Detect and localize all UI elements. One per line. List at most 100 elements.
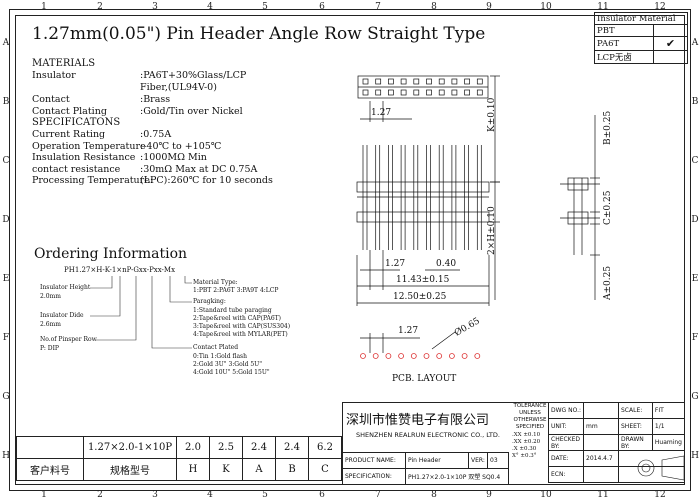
unit-label: UNIT: bbox=[548, 418, 584, 435]
bom-label: A bbox=[242, 458, 276, 481]
insulator-row-check bbox=[653, 50, 688, 64]
ordering-code: PH1.27×H-K-1×nP-Gxx-Pxx-Mx bbox=[64, 266, 176, 274]
bom-customer-part bbox=[16, 436, 84, 459]
ordering-heading: Ordering Information bbox=[34, 246, 188, 262]
grid-row-F: F bbox=[2, 333, 10, 343]
grid-col-3: 3 bbox=[152, 2, 158, 12]
grid-row-G: G bbox=[691, 392, 699, 402]
top-view-hole bbox=[464, 89, 470, 96]
company-name-cn: 深圳市惟赞电子有限公司 bbox=[346, 413, 490, 428]
spec-label: Contact bbox=[32, 94, 70, 105]
grid-col-11: 11 bbox=[597, 490, 609, 500]
pcb-hole bbox=[448, 353, 455, 359]
bom-table: 1.27×2.0-1×10P 2.0 2.5 2.4 2.4 6.2 客户料号 … bbox=[16, 436, 342, 481]
list-line: 0:Tin 1:Gold flash bbox=[193, 353, 247, 360]
company-name-en: SHENZHEN REALRUN ELECTRONIC CO., LTD. bbox=[356, 431, 500, 439]
sheet-label: SHEET: bbox=[618, 418, 653, 435]
pcb-hole bbox=[436, 353, 443, 359]
dim-2h: 2×H±0.10 bbox=[487, 206, 497, 255]
grid-col-2: 2 bbox=[97, 490, 103, 500]
dim-a: A±0.25 bbox=[603, 265, 613, 300]
spec-value: :0.75A bbox=[140, 129, 172, 140]
bom-label: K bbox=[209, 458, 243, 481]
grid-row-E: E bbox=[2, 274, 10, 284]
list-line: 4:Tape&reel with MYLAR(PET) bbox=[193, 331, 288, 338]
list-line: 3:Tape&reel with CAP(SUS304) bbox=[193, 323, 291, 330]
top-view-hole bbox=[375, 89, 382, 96]
dim-pitch-top: 1.27 bbox=[371, 108, 392, 118]
spec-label: Current Rating bbox=[32, 129, 106, 140]
pcb-hole bbox=[474, 353, 481, 359]
top-view-hole bbox=[400, 89, 407, 96]
top-view-hole bbox=[413, 78, 420, 85]
grid-row-G: G bbox=[2, 392, 10, 402]
drawing-border bbox=[9, 9, 691, 491]
pins-value: P: DIP bbox=[40, 345, 59, 352]
thumbnail-cell bbox=[618, 450, 685, 467]
spec-value: (LPC):260℃ for 10 seconds bbox=[140, 175, 273, 186]
spec-label: Contact Plating bbox=[32, 106, 107, 117]
thumbnail-cell bbox=[618, 466, 685, 483]
top-view-hole bbox=[426, 89, 432, 96]
grid-col-1: 1 bbox=[41, 490, 47, 500]
specs-heading: SPECIFICATONS bbox=[32, 117, 121, 128]
bom-value: 1.27×2.0-1×10P bbox=[83, 436, 177, 459]
bom-value: 2.4 bbox=[242, 436, 276, 459]
grid-col-7: 7 bbox=[375, 2, 381, 12]
grid-col-8: 8 bbox=[431, 490, 437, 500]
title-block bbox=[342, 402, 685, 485]
grid-col-5: 5 bbox=[262, 2, 268, 12]
drawn-value: Huaming bbox=[651, 434, 686, 451]
grid-col-10: 10 bbox=[540, 490, 552, 500]
grid-col-7: 7 bbox=[375, 490, 381, 500]
bom-label: C bbox=[308, 458, 342, 481]
grid-col-8: 8 bbox=[431, 2, 437, 12]
pcb-hole bbox=[398, 353, 405, 359]
bom-value: 2.5 bbox=[209, 436, 243, 459]
spec-label: Processing Temperature: bbox=[32, 175, 154, 186]
grid-col-5: 5 bbox=[262, 490, 268, 500]
grid-row-A: A bbox=[691, 38, 699, 48]
bom-label: B bbox=[275, 458, 309, 481]
top-view-hole bbox=[400, 78, 407, 85]
top-view-hole bbox=[362, 78, 369, 85]
dwg-no-value bbox=[583, 402, 619, 419]
date-label: DATE: bbox=[548, 450, 584, 467]
list-line: X° ±0.3° bbox=[512, 453, 537, 459]
scale-value: FIT bbox=[651, 402, 686, 419]
grid-row-E: E bbox=[691, 274, 699, 284]
top-view-hole bbox=[476, 89, 483, 96]
list-line: 2:Tape&reel with CAP(PA6T) bbox=[193, 315, 281, 322]
insulator-dide-value: 2.6mm bbox=[40, 321, 61, 328]
dwg-no-label: DWG NO.: bbox=[548, 402, 584, 419]
pins-label: No.of Pinsper Row bbox=[40, 336, 97, 343]
grid-row-D: D bbox=[2, 215, 10, 225]
drawn-label: DRAWN BY: bbox=[618, 434, 653, 451]
spec-label: contact resistance bbox=[32, 163, 121, 175]
grid-col-6: 6 bbox=[319, 490, 325, 500]
pcb-hole bbox=[410, 353, 417, 359]
grid-col-3: 3 bbox=[152, 490, 158, 500]
scale-label: SCALE: bbox=[618, 402, 653, 419]
bom-label: H bbox=[176, 458, 210, 481]
dim-b: B±0.25 bbox=[603, 110, 613, 145]
list-line: 2:Gold 3U" 3:Gold 5U" bbox=[193, 361, 262, 368]
pcb-hole bbox=[461, 353, 468, 359]
packaging-label: Paragking: bbox=[193, 298, 226, 305]
grid-row-F: F bbox=[691, 333, 699, 343]
list-line: .X ±0.30 bbox=[512, 446, 537, 452]
spec-value: Fiber,(UL94V-0) bbox=[140, 82, 217, 93]
ecn-label: ECN: bbox=[548, 466, 584, 483]
top-view-hole bbox=[438, 89, 445, 96]
grid-col-4: 4 bbox=[207, 2, 213, 12]
pcb-hole bbox=[360, 353, 366, 359]
grid-row-B: B bbox=[691, 97, 699, 107]
top-view-hole bbox=[451, 89, 458, 96]
dim-pcb-pitch: 1.27 bbox=[398, 326, 419, 336]
top-view-hole bbox=[413, 89, 420, 96]
top-view-hole bbox=[388, 89, 394, 96]
top-view-hole bbox=[476, 78, 483, 85]
